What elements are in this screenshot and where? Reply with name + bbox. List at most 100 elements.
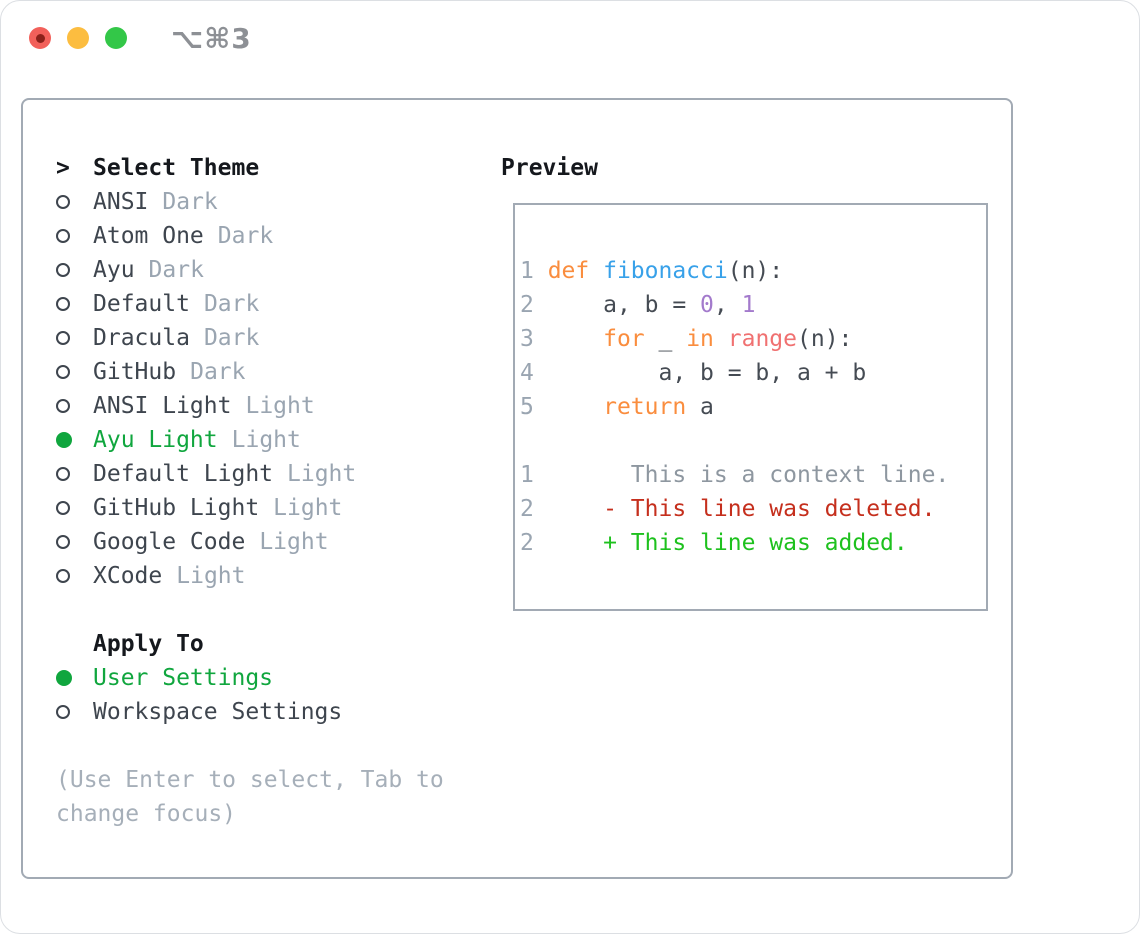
theme-option-ayu-light-light[interactable]: Ayu Light Light [56,423,444,457]
theme-list-header: >Select Theme [56,151,444,185]
radio-marker [56,331,93,345]
code-token-ln: 1 [520,462,631,488]
code-token-fg: , [713,292,742,318]
close-button-dot [35,33,45,43]
code-token-del: - This line was deleted. [603,496,936,522]
theme-variant: Dark [203,325,260,351]
radio-marker [56,569,93,583]
radio-icon [56,229,70,243]
code-token-fg: (n): [797,326,853,352]
theme-variant: Light [176,563,246,589]
code-token-ln: 3 [520,326,548,352]
apply-option-user-settings[interactable]: User Settings [56,661,444,695]
code-token-ln: 2 [520,292,548,318]
radio-marker [56,399,93,413]
code-line: 3 for _ in range(n): [520,322,986,356]
code-token-fg: _ [644,326,687,352]
radio-marker [56,670,93,686]
apply-option-name: User Settings [93,665,274,691]
theme-option-xcode-light[interactable]: XCode Light [56,559,444,593]
code-line: 5 return a [520,390,986,424]
theme-option-github-light-light[interactable]: GitHub Light Light [56,491,444,525]
code-line: 2 - This line was deleted. [520,492,986,526]
code-line: 4 a, b = b, a + b [520,356,986,390]
titlebar: ⌥⌘3 [1,1,1139,75]
apply-option-workspace-settings[interactable]: Workspace Settings [56,695,444,729]
theme-name: Ayu Light [93,427,218,453]
close-button[interactable] [29,27,51,49]
code-token-fg [714,326,728,352]
theme-variant: Light [231,427,301,453]
theme-variant: Dark [190,359,246,385]
spacer [56,593,444,627]
apply-to-title: Apply To [93,631,204,657]
radio-marker [56,263,93,277]
theme-name: XCode [93,563,163,589]
theme-name: Default Light [93,461,274,487]
theme-variant: Light [273,495,343,521]
radio-icon [56,297,70,311]
theme-name: ANSI Light [93,393,232,419]
radio-selected-icon [56,670,72,686]
theme-option-dracula-dark[interactable]: Dracula Dark [56,321,444,355]
theme-name: GitHub Light [93,495,260,521]
radio-selected-icon [56,432,72,448]
radio-marker [56,535,93,549]
radio-icon [56,705,70,719]
theme-variant: Light [245,393,315,419]
radio-icon [56,501,70,515]
zoom-button[interactable] [105,27,127,49]
code-token-num: 1 [741,292,756,318]
radio-icon [56,535,70,549]
radio-marker [56,297,93,311]
radio-marker [56,467,93,481]
tab-shortcut-label: ⌥⌘3 [171,21,252,55]
radio-marker [56,365,93,379]
theme-list-title: Select Theme [93,155,260,181]
code-token-ln: 5 [520,394,548,420]
radio-icon [56,365,70,379]
radio-marker [56,705,93,719]
theme-name: ANSI [93,189,149,215]
code-line: 1 This is a context line. [520,458,986,492]
radio-icon [56,263,70,277]
code-line: 2 a, b = 0, 1 [520,288,986,322]
radio-icon [56,399,70,413]
code-token-fg [548,394,603,420]
code-token-kw: return [603,394,687,420]
code-line: 2 + This line was added. [520,526,986,560]
radio-icon [56,569,70,583]
radio-icon [56,467,70,481]
code-token-ctx: This is a context line. [630,462,950,488]
theme-name: Google Code [93,529,246,555]
code-token-ln: 1 [520,258,548,284]
minimize-button[interactable] [67,27,89,49]
radio-marker [56,229,93,243]
code-token-num: 0 [700,292,714,318]
code-token-ln: 2 [520,530,604,556]
theme-name: Dracula [93,325,190,351]
theme-variant: Dark [203,291,260,317]
code-token-kw: in [686,326,714,352]
code-token-fg [548,326,603,352]
code-token-kw: for [603,326,645,352]
code-line: 1 def fibonacci(n): [520,254,986,288]
theme-option-ansi-light-light[interactable]: ANSI Light Light [56,389,444,423]
code-token-ln: 2 [520,496,604,522]
help-text: change focus) [56,801,237,827]
radio-icon [56,195,70,209]
theme-variant: Dark [217,223,274,249]
code-line [520,424,986,458]
radio-icon [56,331,70,345]
